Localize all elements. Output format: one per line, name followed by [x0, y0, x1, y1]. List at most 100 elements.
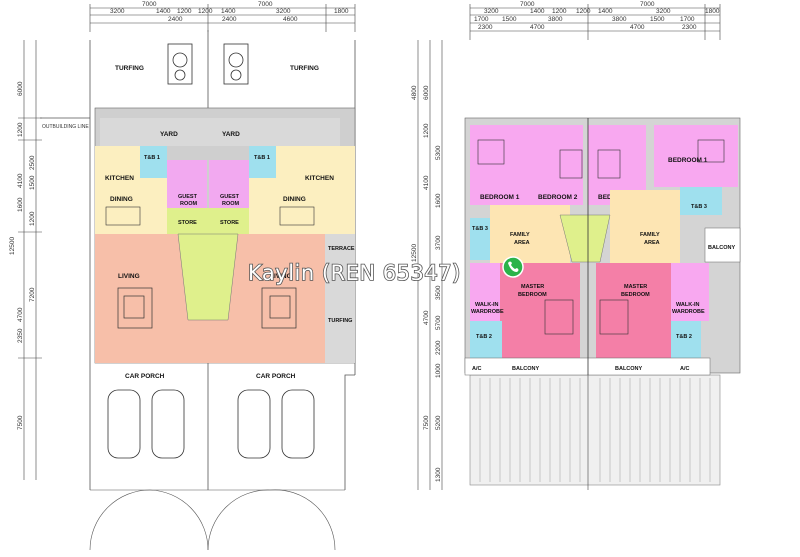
ground-kitchen-right: KITCHEN: [305, 175, 334, 182]
ground-top-dimensions: [89, 4, 356, 32]
first-vdim-2: 6000: [423, 85, 430, 100]
first-vdim-15: 5200: [435, 415, 442, 430]
first-vdim-7: 3700: [435, 235, 442, 250]
ground-side-dimensions: [18, 40, 42, 480]
first-balcony-left: BALCONY: [512, 366, 540, 372]
ground-dining-right: DINING: [283, 196, 306, 203]
ground-vdim-5: 1500: [29, 175, 36, 190]
first-dim-r1-3: 1200: [552, 8, 567, 15]
ground-vdim-11: 2350: [17, 328, 24, 343]
ground-vdim-9: 7200: [29, 287, 36, 302]
ground-vdim-10: 4700: [17, 307, 24, 322]
first-dim-total-left: 7000: [520, 1, 535, 8]
first-tb3-right-area: [680, 187, 722, 215]
ground-dim-r1-2: 1400: [156, 8, 171, 15]
ground-dining-left: DINING: [110, 196, 133, 203]
first-tb2-right: T&B 2: [676, 334, 692, 340]
ground-yard-left: YARD: [160, 131, 178, 138]
first-tb2-left-area: [470, 321, 502, 358]
first-family-left-area: [490, 205, 570, 263]
first-balcony-right: BALCONY: [615, 366, 643, 372]
first-family-right-l1: FAMILY: [640, 232, 660, 238]
first-walkin-right-l2: WARDROBE: [672, 309, 705, 315]
ground-dim-r1-4: 1200: [198, 8, 213, 15]
first-vdim-12: 2200: [435, 340, 442, 355]
gate-swings: [89, 489, 345, 551]
first-balcony-side: BALCONY: [708, 245, 736, 251]
ground-dim-r2-1: 2400: [168, 16, 183, 23]
first-bedroom1-left-area: [470, 125, 528, 205]
first-top-dimensions: [469, 4, 721, 40]
first-vdim-16: 1300: [435, 467, 442, 482]
septic-tank-icons: [167, 43, 249, 85]
first-dim-r2-3: 3800: [548, 16, 563, 23]
ground-carporch-right: CAR PORCH: [256, 373, 296, 380]
first-bedroom1-right: BEDROOM 1: [668, 157, 708, 164]
ground-floor-plan: 7000 7000 3200 1400 1200 1200 1400 3200 …: [9, 1, 356, 551]
first-walkin-left-l2: WARDROBE: [471, 309, 504, 315]
first-bedroom2-left-area: [528, 125, 583, 205]
ground-tb1-left-area: [140, 146, 167, 178]
ground-dim-total-right: 7000: [258, 1, 273, 8]
ground-tb1-left: T&B 1: [144, 155, 160, 161]
first-master-left-area: [500, 263, 580, 358]
watermark: Kaylin (REN 65347): [247, 256, 524, 286]
first-vdim-5: 5300: [435, 145, 442, 160]
first-side-balcony-area: [704, 227, 741, 263]
ground-guest-right-area: [209, 160, 249, 208]
first-staircase: [559, 214, 611, 263]
first-dim-r2-5: 1500: [650, 16, 665, 23]
bed-icons: [477, 139, 725, 335]
first-vdim-8: 12500: [411, 244, 418, 262]
first-bedroom1-left: BEDROOM 1: [480, 194, 520, 201]
ground-dim-r1-3: 1200: [177, 8, 192, 15]
ground-turfing-left: TURFING: [115, 65, 144, 72]
ground-guest-left-l2: ROOM: [180, 201, 198, 207]
first-family-right-l2: AREA: [644, 240, 660, 246]
first-floor-plan: 7000 7000 3200 1400 1200 1200 1400 3200 …: [411, 1, 741, 490]
first-dim-r1-1: 3200: [484, 8, 499, 15]
first-dim-r1-6: 3200: [656, 8, 671, 15]
first-family-right-area: [610, 190, 680, 263]
first-dim-r2-2: 1500: [502, 16, 517, 23]
first-vdim-14: 7500: [423, 415, 430, 430]
ground-guest-left-l1: GUEST: [178, 194, 198, 200]
ground-store-right: STORE: [220, 220, 239, 226]
first-dim-r1-5: 1400: [598, 8, 613, 15]
ground-kitchen-left: KITCHEN: [105, 175, 134, 182]
first-family-left-l1: FAMILY: [510, 232, 530, 238]
first-master-left-l1: MASTER: [521, 284, 544, 290]
first-dim-total-right: 7000: [640, 1, 655, 8]
first-vdim-11: 4700: [423, 310, 430, 325]
ground-dim-r1-1: 3200: [110, 8, 125, 15]
ground-vdim-1: 6000: [17, 81, 24, 96]
whatsapp-icon: [502, 256, 524, 278]
first-walkin-right-area: [671, 263, 709, 321]
ground-store-area: [167, 208, 249, 234]
first-dim-r3-3: 4700: [630, 24, 645, 31]
first-dim-r2-1: 1700: [474, 16, 489, 23]
first-vdim-1: 4800: [411, 85, 418, 100]
first-dim-r1-2: 1400: [530, 8, 545, 15]
ground-yard-area: [100, 118, 340, 146]
first-master-right-area: [596, 263, 671, 358]
first-walkin-right-l1: WALK-IN: [676, 302, 700, 308]
first-master-left-l2: BEDROOM: [518, 292, 547, 298]
first-dim-r3-2: 4700: [530, 24, 545, 31]
first-vdim-13: 1000: [435, 363, 442, 378]
ground-vdim-4: 4100: [17, 173, 24, 188]
first-bedroom1-right-area: [654, 125, 738, 187]
first-tb3-left: T&B 3: [472, 226, 488, 232]
ground-terrace: TERRACE: [328, 246, 355, 252]
ground-turfing-side: TURFING: [328, 318, 352, 324]
ground-yard-right: YARD: [222, 131, 240, 138]
porch-roof-hatch: [469, 370, 721, 490]
first-vdim-3: 1200: [423, 123, 430, 138]
ground-vdim-8: 1200: [29, 211, 36, 226]
ground-dim-r2-3: 4600: [283, 16, 298, 23]
first-side-dimensions: [417, 40, 443, 490]
ground-dim-r1-6: 3200: [276, 8, 291, 15]
first-tb2-left: T&B 2: [476, 334, 492, 340]
ground-tb1-right-area: [249, 146, 276, 178]
first-dim-r3-4: 2300: [682, 24, 697, 31]
